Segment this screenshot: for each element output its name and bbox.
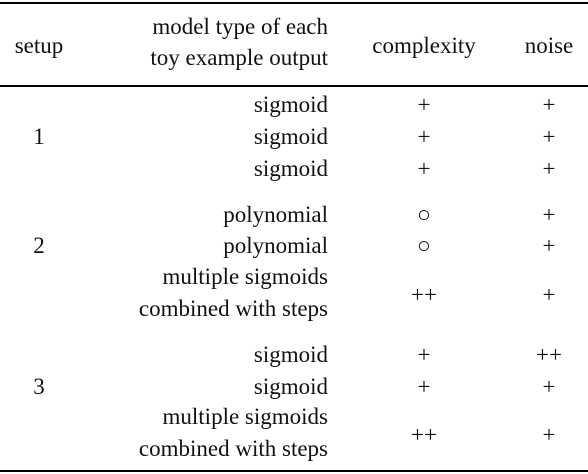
model-cell: multiple sigmoids bbox=[162, 404, 328, 429]
noise-cell: + bbox=[542, 156, 556, 181]
model-cell: sigmoid bbox=[253, 374, 328, 399]
complexity-cell: + bbox=[417, 342, 431, 367]
model-cell: combined with steps bbox=[138, 436, 328, 461]
model-cell: polynomial bbox=[223, 233, 328, 258]
setup-3: 3 bbox=[33, 374, 45, 399]
noise-cell: + bbox=[542, 374, 556, 399]
noise-cell: + bbox=[542, 233, 556, 258]
header-model-line1: model type of each bbox=[152, 14, 328, 39]
model-cell: polynomial bbox=[223, 202, 328, 227]
header-model-line2: toy example output bbox=[150, 45, 328, 70]
header-complexity: complexity bbox=[372, 33, 476, 58]
noise-cell: + bbox=[542, 124, 556, 149]
noise-cell: + bbox=[542, 202, 556, 227]
header-noise: noise bbox=[524, 33, 574, 58]
model-cell: combined with steps bbox=[138, 296, 328, 321]
setup-2: 2 bbox=[33, 233, 45, 258]
bottom-rule bbox=[0, 470, 588, 472]
model-cell: sigmoid bbox=[253, 92, 328, 117]
header-setup: setup bbox=[14, 33, 64, 58]
complexity-cell: ++ bbox=[411, 422, 437, 447]
header-rule bbox=[0, 85, 588, 87]
top-rule bbox=[0, 2, 588, 4]
complexity-cell: + bbox=[417, 124, 431, 149]
model-cell: sigmoid bbox=[253, 124, 328, 149]
noise-cell: + bbox=[542, 282, 556, 307]
noise-cell: ++ bbox=[536, 342, 562, 367]
complexity-cell: + bbox=[417, 156, 431, 181]
complexity-cell: ○ bbox=[417, 202, 431, 227]
complexity-cell: ++ bbox=[411, 282, 437, 307]
complexity-cell: + bbox=[417, 374, 431, 399]
setup-1: 1 bbox=[33, 124, 45, 149]
noise-cell: + bbox=[542, 92, 556, 117]
model-cell: sigmoid bbox=[253, 156, 328, 181]
noise-cell: + bbox=[542, 422, 556, 447]
model-cell: sigmoid bbox=[253, 342, 328, 367]
complexity-cell: + bbox=[417, 92, 431, 117]
complexity-cell: ○ bbox=[417, 233, 431, 258]
model-cell: multiple sigmoids bbox=[162, 264, 328, 289]
